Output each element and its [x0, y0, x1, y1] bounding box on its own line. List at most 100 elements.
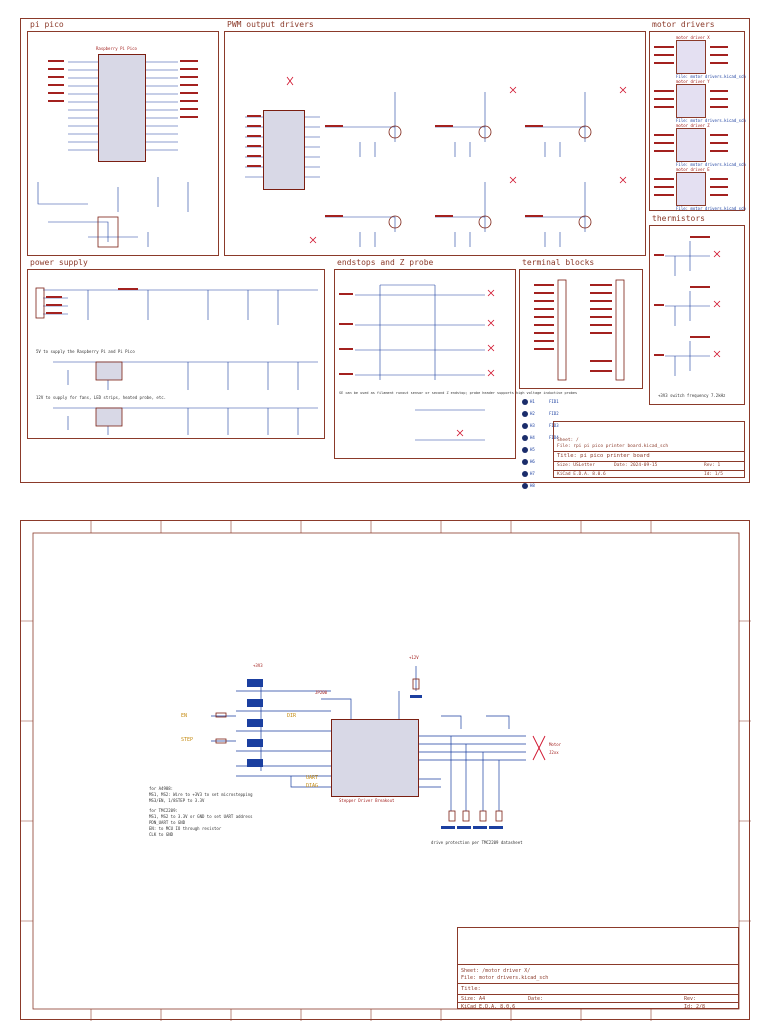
- thermistors-section-title: thermistors: [652, 214, 705, 223]
- stepper-driver-chip-label: Stepper Driver Breakout: [339, 798, 395, 803]
- motor-connector-ref: J2xx: [549, 750, 559, 755]
- vcc-label: +3V3: [253, 663, 263, 668]
- mounting-hole: [522, 399, 528, 405]
- mounting-hole-label: H3: [530, 423, 535, 428]
- schematic-sheet-main: pi pico Raspberry Pi Pico PWM out: [20, 18, 750, 489]
- mounting-hole: [522, 459, 528, 465]
- title-block-title: Title: pi pico printer board: [557, 453, 650, 459]
- mounting-hole-label: H2: [530, 411, 535, 416]
- pi-pico-wiring: [37, 60, 198, 248]
- driver-note-line: CLK to GND: [149, 832, 174, 837]
- mounting-hole-label: H7: [530, 471, 535, 476]
- driver-note-line: MS1, MS2: Wire to +3V3 to set microstepp…: [149, 792, 253, 797]
- endstop-note: SE can be used as filament runout sensor…: [339, 391, 578, 395]
- power-note-5v: 5V to supply the Raspberry Pi and Pi Pic…: [36, 349, 135, 354]
- driver-note-line: for A4988:: [149, 786, 174, 791]
- driver-note-line: EN: to MCU IO through resistor: [149, 826, 222, 831]
- driver-note-line: MS1, MS2 to 3.3V or GND to set UART addr…: [149, 814, 253, 819]
- gate-driver-chip[interactable]: [263, 110, 305, 190]
- mounting-hole-label: H4: [530, 435, 535, 440]
- title-block-size: Size: A4: [461, 996, 486, 1002]
- title-block: Sheet: /motor driver X/ File: motor driv…: [457, 927, 739, 1010]
- mounting-hole-label: H1: [530, 399, 535, 404]
- mounting-hole: [522, 423, 528, 429]
- pi-pico-section-title: pi pico: [30, 20, 64, 29]
- sheet2-border-ticks: [21, 521, 751, 1021]
- thermistor-note: +3V3 switch frequency 7.2kHz: [658, 393, 726, 398]
- title-block-rev: Rev:: [684, 996, 697, 1002]
- title-block-date: Date:: [528, 996, 544, 1002]
- endstops-section: endstops and Z probe SE can be used as f…: [334, 258, 577, 459]
- pwm-section: PWM output drivers: [224, 20, 646, 256]
- motor-driver-wiring: [211, 666, 546, 829]
- mounting-hole: [522, 471, 528, 477]
- thermistors-wiring: [654, 236, 721, 376]
- fiducial-label: FID1: [549, 399, 559, 404]
- motor-driver-block-e-label: motor driver E: [676, 167, 710, 172]
- power-supply-section: power supply 5V to supply the Raspberry …: [27, 258, 325, 439]
- diag-global-label: DIAG: [306, 783, 319, 789]
- mounting-hole: [522, 447, 528, 453]
- pwm-wiring: [245, 76, 627, 247]
- title-block-date: Date: 2024-09-15: [614, 463, 658, 468]
- uart-global-label: UART: [306, 775, 319, 781]
- title-block-title: Title:: [461, 986, 481, 992]
- motor-driver-block-y-file: File: motor drivers.kicad_sch: [676, 118, 746, 123]
- motor-driver-block-z[interactable]: [676, 128, 706, 162]
- title-block: Sheet: / File: rpi pi pico printer board…: [553, 421, 745, 478]
- thermistors-section: thermistors +3V3 switch frequency 7.2kHz: [649, 214, 745, 405]
- title-block-size: Size: USLetter: [557, 463, 595, 468]
- motor-drivers-wiring: [654, 46, 728, 196]
- title-block-sheet: Sheet: /motor driver X/: [461, 968, 531, 974]
- title-block-file: File: motor drivers.kicad_sch: [461, 975, 549, 981]
- terminal-blocks-section-title: terminal blocks: [522, 258, 595, 267]
- motor-drivers-section: motor drivers motor driver X File: motor…: [649, 20, 746, 211]
- title-block-rev: Rev: 1: [704, 463, 721, 468]
- terminal-blocks-section: terminal blocks: [519, 258, 643, 389]
- dir-global-label: DIR: [287, 713, 297, 719]
- motor-driver-block-e-file: File: motor drivers.kicad_sch: [676, 206, 746, 211]
- endstops-section-title: endstops and Z probe: [337, 258, 434, 267]
- title-block-id: Id: 2/8: [684, 1004, 706, 1010]
- power-supply-wiring: [35, 287, 318, 435]
- motor-connector-label: Motor: [549, 742, 562, 747]
- driver-note-line: MS3/EN, 1/8STEP to 3.3V: [149, 798, 205, 803]
- mounting-hole: [522, 411, 528, 417]
- mounting-hole: [522, 435, 528, 441]
- title-block-file: File: rpi pi pico printer board.kicad_sc…: [557, 444, 669, 449]
- stepper-driver-chip[interactable]: [331, 719, 419, 797]
- motor-driver-block-z-file: File: motor drivers.kicad_sch: [676, 162, 746, 167]
- pi-pico-chip-label: Raspberry Pi Pico: [96, 46, 137, 51]
- motor-drivers-section-title: motor drivers: [652, 20, 715, 29]
- motor-driver-block-z-label: motor driver Z: [676, 123, 710, 128]
- motor-driver-block-x-label: motor driver X: [676, 35, 710, 40]
- motor-driver-block-x-file: File: motor drivers.kicad_sch: [676, 74, 746, 79]
- vmot-label: +12V: [409, 655, 419, 660]
- motor-driver-block-x[interactable]: [676, 40, 706, 74]
- mounting-hole: [522, 483, 528, 489]
- motor-driver-block-y-label: motor driver Y: [676, 79, 710, 84]
- jumper-label: JP200: [315, 690, 328, 695]
- mounting-hole-label: H8: [530, 483, 535, 488]
- driver-note-line: for TMC2209:: [149, 808, 178, 813]
- power-note-12v: 12V to supply for fans, LED strips, heat…: [36, 395, 167, 400]
- mounting-hole-label: H5: [530, 447, 535, 452]
- en-global-label: EN: [181, 713, 188, 719]
- fiducial-label: FID2: [549, 411, 559, 416]
- title-block-kicad: KiCad E.D.A. 8.0.6: [557, 472, 606, 477]
- capacitor-note: drive protection per TMC2209 datasheet: [431, 840, 523, 845]
- title-block-id: Id: 1/5: [704, 472, 723, 477]
- endstops-wiring: [339, 284, 495, 441]
- schematic-sheet-motor-driver: Stepper Driver Breakout: [20, 520, 751, 1021]
- step-global-label: STEP: [181, 737, 194, 743]
- pi-pico-chip[interactable]: [98, 54, 146, 162]
- motor-driver-block-e[interactable]: [676, 172, 706, 206]
- motor-driver-block-y[interactable]: [676, 84, 706, 118]
- pwm-section-title: PWM output drivers: [227, 20, 314, 29]
- terminal-blocks-wiring: [534, 279, 625, 381]
- driver-note-line: PDN_UART to GND: [149, 820, 186, 825]
- title-block-sheet: Sheet: /: [557, 438, 579, 443]
- power-supply-section-title: power supply: [30, 258, 88, 267]
- mounting-hole-label: H6: [530, 459, 535, 464]
- title-block-kicad: KiCad E.D.A. 8.0.6: [461, 1004, 516, 1010]
